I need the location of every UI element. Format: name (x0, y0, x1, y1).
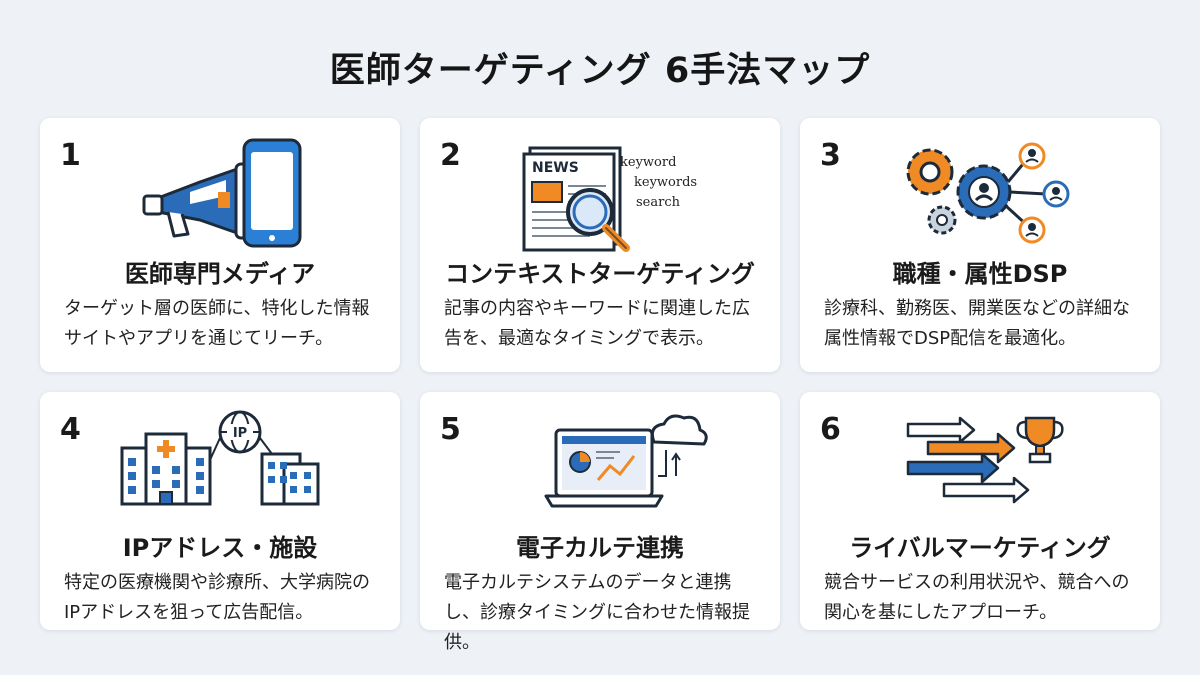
card-number: 1 (60, 138, 81, 173)
megaphone-phone-illustration (142, 138, 302, 248)
card-title: 職種・属性DSP (892, 260, 1068, 288)
laptop-cloud-illustration (544, 414, 708, 508)
card-number: 4 (60, 412, 81, 447)
card-number: 2 (440, 138, 461, 173)
globe-ip-icon: IP (209, 410, 273, 461)
magnifier-icon (566, 188, 630, 252)
card-number: 3 (820, 138, 841, 173)
arrows-icon (906, 416, 1030, 504)
news-label: NEWS (532, 160, 579, 176)
trophy-icon (1016, 416, 1064, 464)
card-description: 競合サービスの利用状況や、競合への関心を基にしたアプローチ。 (824, 572, 1130, 623)
card-description: 記事の内容やキーワードに関連した広告を、最適なタイミングで表示。 (444, 298, 750, 349)
card-title: 医師専門メディア (124, 260, 316, 288)
card-contextual-targeting: 2 NEWS keyword keywords search コンテキストターゲ… (420, 118, 780, 372)
user-network-icon (956, 142, 1070, 244)
card-description: 特定の医療機関や診療所、大学病院のIPアドレスを狙って広告配信。 (64, 572, 370, 623)
laptop-dashboard-icon (544, 428, 664, 508)
keywords-text: keywords (634, 175, 697, 190)
card-number: 6 (820, 412, 841, 447)
keyword-text: keyword (620, 155, 676, 170)
newspaper-search-illustration: NEWS keyword keywords search (522, 146, 697, 252)
hospital-icon (120, 432, 212, 506)
search-text: search (636, 195, 681, 210)
arrows-trophy-illustration (906, 416, 1064, 504)
page-title: 医師ターゲティング 6手法マップ (329, 51, 871, 91)
card-ip-facility: 4 IP (40, 392, 400, 630)
cloud-icon (650, 414, 708, 477)
hospital-ip-illustration: IP (120, 410, 320, 506)
card-rival-marketing: 6 ライバルマーケティング 競合サービスの利用状況や、競合への関心を基にしたアプ… (800, 392, 1160, 630)
card-number: 5 (440, 412, 461, 447)
card-description: 診療科、勤務医、開業医などの詳細な属性情報でDSP配信を最適化。 (824, 298, 1130, 349)
card-title: IPアドレス・施設 (122, 534, 318, 562)
card-title: 電子カルテ連携 (516, 534, 684, 562)
megaphone-icon (142, 162, 274, 240)
card-description: ターゲット層の医師に、特化した情報サイトやアプリを通じてリーチ。 (64, 298, 370, 349)
card-emr-integration: 5 電子カルテ連携 電子カルテシステムのデータと連携し、診療タイミングに合わせた… (420, 392, 780, 653)
gears-icon (906, 148, 957, 235)
smartphone-icon (242, 138, 302, 248)
card-attribute-dsp: 3 職種・属性DSP 診療科、勤務医、開業医などの詳細な属性情報でDSP配信を最… (800, 118, 1160, 372)
building-icon (260, 452, 320, 506)
ip-label: IP (233, 426, 247, 441)
card-title: コンテキストターゲティング (445, 260, 755, 288)
card-specialist-media: 1 医師専門メディア ターゲット層の医師に、特化した情報サイトやアプリを通じてリ… (40, 118, 400, 372)
card-title: ライバルマーケティング (849, 534, 1111, 562)
gears-network-illustration (906, 142, 1070, 244)
card-description: 電子カルテシステムのデータと連携し、診療タイミングに合わせた情報提供。 (444, 572, 750, 653)
